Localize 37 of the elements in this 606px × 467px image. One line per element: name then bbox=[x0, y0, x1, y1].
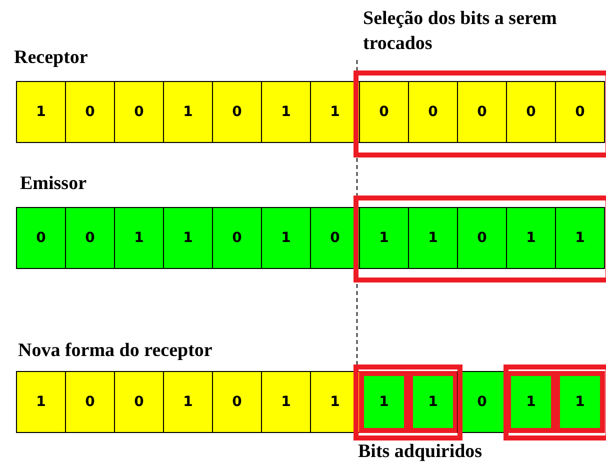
bit-cell: 1 bbox=[506, 371, 556, 433]
annotation-text: Bits adquiridos bbox=[358, 440, 482, 464]
bit-cell: 0 bbox=[506, 81, 556, 143]
row-label: Emissor bbox=[20, 172, 86, 196]
bit-cell: 1 bbox=[408, 371, 458, 433]
row-label: Receptor bbox=[14, 46, 88, 70]
bit-cell: 0 bbox=[212, 81, 262, 143]
bit-cell: 0 bbox=[65, 207, 115, 269]
bit-cell: 1 bbox=[163, 81, 213, 143]
bit-cell: 0 bbox=[16, 207, 66, 269]
row-label: Nova forma do receptor bbox=[18, 339, 212, 363]
bit-cell: 0 bbox=[212, 371, 262, 433]
bit-cell: 1 bbox=[261, 207, 311, 269]
bit-cell: 1 bbox=[114, 207, 164, 269]
bit-cell: 1 bbox=[359, 207, 409, 269]
bit-cell: 1 bbox=[163, 371, 213, 433]
bit-cell: 0 bbox=[65, 81, 115, 143]
bit-cell: 1 bbox=[16, 81, 66, 143]
bit-cell: 0 bbox=[408, 81, 458, 143]
annotation-text: Seleção dos bits a serem trocados bbox=[363, 7, 558, 56]
bit-cell: 0 bbox=[457, 207, 507, 269]
bit-cell: 1 bbox=[16, 371, 66, 433]
bit-cell: 1 bbox=[555, 207, 605, 269]
bit-cell: 0 bbox=[114, 81, 164, 143]
bit-cell: 1 bbox=[408, 207, 458, 269]
bit-cell: 1 bbox=[261, 81, 311, 143]
bit-cell: 1 bbox=[506, 207, 556, 269]
bit-cell: 0 bbox=[359, 81, 409, 143]
bit-cell: 0 bbox=[212, 207, 262, 269]
bit-cell: 0 bbox=[457, 81, 507, 143]
bit-cell: 0 bbox=[555, 81, 605, 143]
bit-cell: 1 bbox=[163, 207, 213, 269]
bit-cell: 1 bbox=[261, 371, 311, 433]
bit-cell: 1 bbox=[555, 371, 605, 433]
bit-cell: 0 bbox=[65, 371, 115, 433]
bit-cell: 0 bbox=[114, 371, 164, 433]
bit-cell: 1 bbox=[359, 371, 409, 433]
